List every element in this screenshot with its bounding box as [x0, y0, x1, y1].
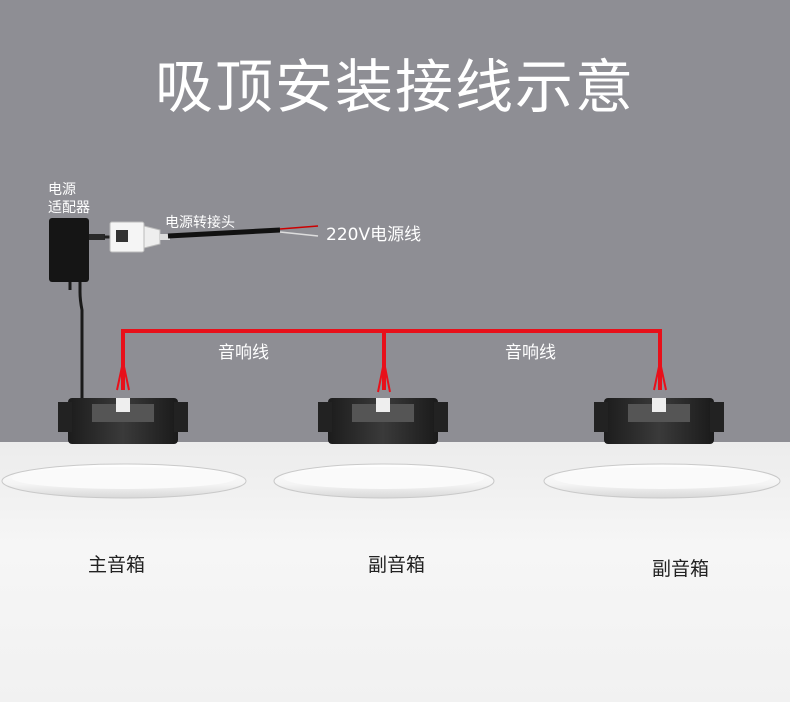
adapter-label-line1: 电源: [48, 182, 76, 198]
speaker-label-sub-1: 副音箱: [368, 554, 426, 576]
speaker-wire-label-1: 音响线: [218, 343, 269, 363]
page-title: 吸顶安装接线示意: [154, 53, 635, 121]
speaker-label-sub-2: 副音箱: [652, 558, 710, 580]
adapter-label: 电源 适配器: [48, 181, 90, 217]
speaker-wires: [116, 329, 667, 393]
speaker-wire-label-2: 音响线: [505, 343, 556, 363]
adapter-label-line2: 适配器: [48, 200, 90, 216]
speaker-label-main: 主音箱: [88, 554, 146, 576]
speaker-sub-1: [273, 398, 495, 499]
speaker-sub-2: [543, 398, 781, 499]
power-cable: [167, 225, 319, 239]
power-line-label: 220V电源线: [326, 225, 422, 245]
power-connector: [104, 221, 170, 253]
speaker-main: [1, 398, 247, 499]
connector-label: 电源转接头: [165, 215, 235, 231]
power-adapter: [49, 218, 105, 398]
